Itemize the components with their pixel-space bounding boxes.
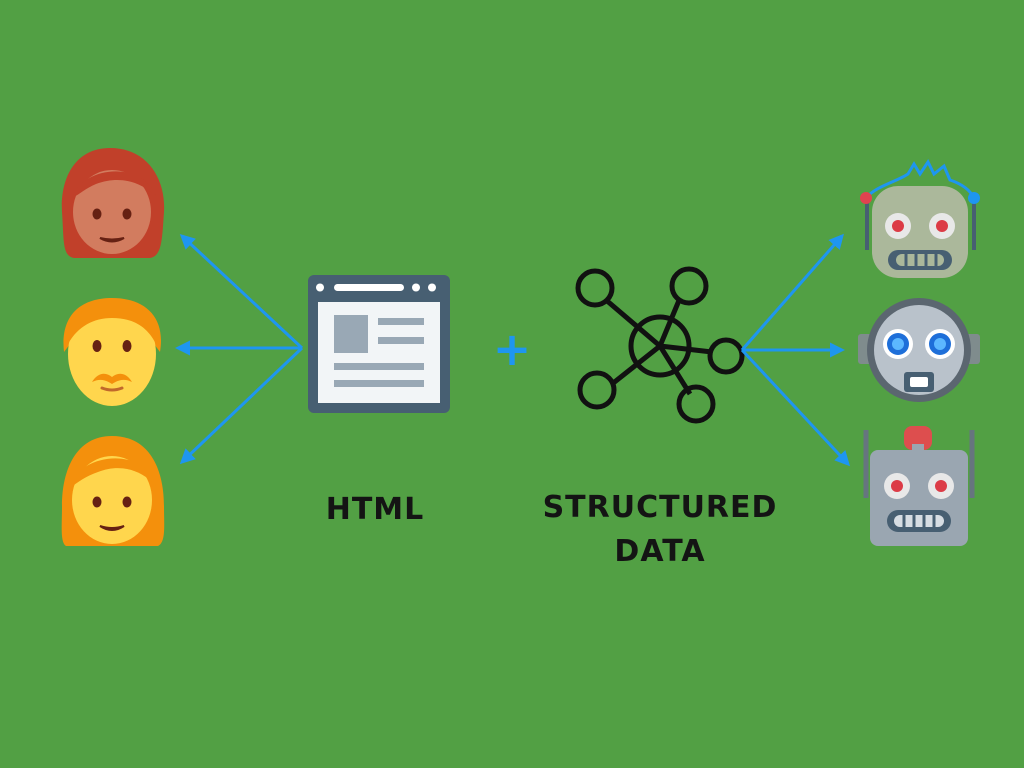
arrow-to-woman-orange-hair [179, 346, 304, 465]
arrow-to-robot-antenna [740, 233, 844, 351]
woman-orange-hair-icon [61, 436, 165, 546]
arrow-to-robot-box [740, 348, 851, 467]
html-label: HTML [325, 492, 425, 527]
arrow-to-woman-red-hair [179, 233, 304, 350]
robot-box-icon [863, 426, 975, 546]
structured-data-label-line2: DATA [614, 534, 706, 569]
robot-round-icon [858, 298, 980, 402]
plus-sign: + [493, 322, 532, 376]
man-mustache-icon [63, 298, 161, 406]
webpage-icon [308, 275, 450, 413]
woman-red-hair-icon [61, 148, 165, 258]
structured-data-label: STRUCTURED DATA [530, 486, 790, 574]
robot-antenna-icon [860, 159, 980, 278]
network-graph-icon [575, 266, 745, 424]
arrows-to-humans [175, 233, 304, 465]
structured-data-label-line1: STRUCTURED [542, 490, 778, 525]
arrows-to-robots [740, 233, 851, 467]
